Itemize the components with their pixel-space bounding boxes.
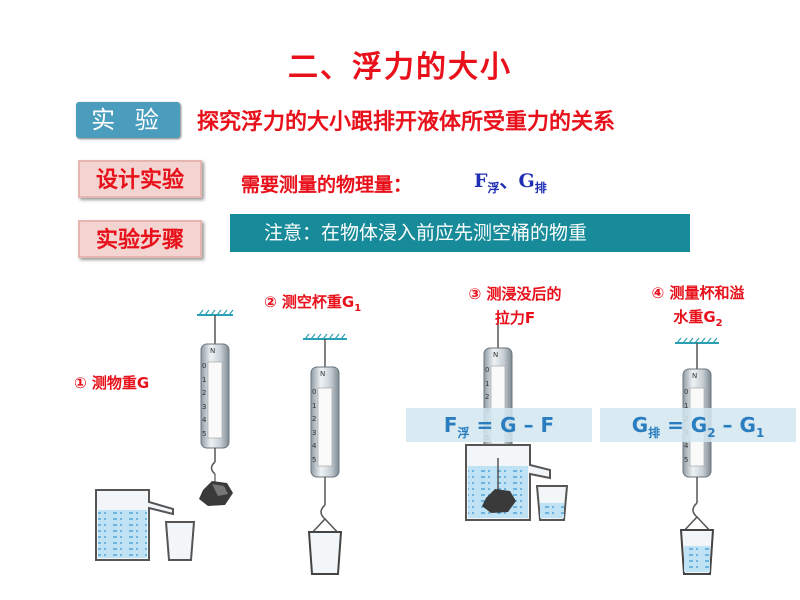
step-2-sub: 1	[354, 303, 362, 314]
step-3-label: ③ 测浸没后的 拉力F	[440, 282, 590, 330]
need-label: 需要测量的物理量：	[241, 174, 413, 196]
f1-sub: 浮	[457, 426, 470, 440]
scale-4-tick-0: 0	[684, 388, 689, 396]
f2-sub2: 2	[707, 426, 716, 440]
step-2-label: ② 测空杯重G1	[264, 290, 361, 321]
scale-1-tick-0: 0	[202, 362, 207, 370]
spring-scale-2	[303, 333, 347, 575]
f2-sub3: 1	[755, 426, 765, 440]
step-3-line1: ③ 测浸没后的	[468, 285, 562, 303]
scale-2-tick-2: 2	[312, 415, 317, 423]
f2-c: – G	[715, 413, 756, 437]
q1-main: F	[474, 170, 488, 192]
scale-2-tick-4: 4	[312, 442, 317, 450]
scale-3-tick-1: 1	[485, 379, 490, 388]
q-sep: 、	[499, 170, 519, 192]
scale1-unit: N	[210, 347, 216, 355]
q1-sub: 浮	[487, 180, 500, 195]
spring-scale-1	[197, 309, 234, 506]
scale-2-tick-3: 3	[312, 428, 317, 437]
f2-sub: 排	[648, 426, 661, 440]
f2-a: G	[631, 413, 649, 437]
scale4-unit: N	[692, 372, 698, 380]
step-4-sub: 2	[715, 318, 723, 329]
scale-2-tick-1: 1	[312, 401, 317, 410]
scale-2-tick-5: 5	[312, 455, 317, 464]
scale-3-tick-2: 2	[485, 393, 490, 401]
experiment-text: 探究浮力的大小跟排开液体所受重力的关系	[197, 110, 616, 135]
scale-1-tick-4: 4	[202, 416, 207, 424]
f1-b: = G – F	[469, 413, 555, 437]
q2-main: G	[518, 170, 535, 192]
f2-b: = G	[660, 413, 708, 437]
scale3-unit: N	[493, 351, 499, 359]
scale-1-tick-5: 5	[202, 429, 207, 438]
scale-4-tick-4: 4	[684, 442, 689, 450]
overflow-cup-1	[95, 489, 196, 561]
scale-4-tick-5: 5	[684, 455, 689, 464]
step-3-line2: 拉力F	[494, 309, 536, 327]
page-title: 二、浮力的大小	[288, 50, 512, 85]
step-4-line2: 水重G2	[628, 305, 768, 336]
note-banner: 注意：在物体浸入前应先测空桶的物重	[230, 214, 690, 252]
scale-1-tick-2: 2	[202, 389, 207, 397]
quantities: F浮、G排	[474, 166, 547, 196]
step-4-label: ④ 测量杯和溢 水重G2	[628, 281, 768, 336]
q2-sub: 排	[534, 180, 547, 195]
scale-3-tick-0: 0	[485, 366, 490, 374]
formula-buoyancy: F浮 = G – F	[406, 408, 592, 442]
formula-displaced-weight: G排 = G2 – G1	[600, 408, 796, 442]
step-1-label: ① 测物重G	[74, 374, 150, 392]
step-4-main: 水重G	[673, 308, 716, 326]
design-tag: 设计实验	[78, 160, 202, 198]
steps-tag: 实验步骤	[78, 220, 202, 258]
experiment-tag: 实 验	[76, 102, 180, 138]
scale-2-tick-0: 0	[312, 388, 317, 396]
step-2-main: ② 测空杯重G	[264, 293, 355, 311]
step-4-line1: ④ 测量杯和溢	[651, 284, 745, 302]
scale-1-tick-1: 1	[202, 375, 207, 384]
scale-1-tick-3: 3	[202, 402, 207, 411]
f1-a: F	[443, 413, 458, 437]
scale2-unit: N	[320, 370, 326, 378]
scale-4-tick-1: 1	[684, 401, 689, 410]
